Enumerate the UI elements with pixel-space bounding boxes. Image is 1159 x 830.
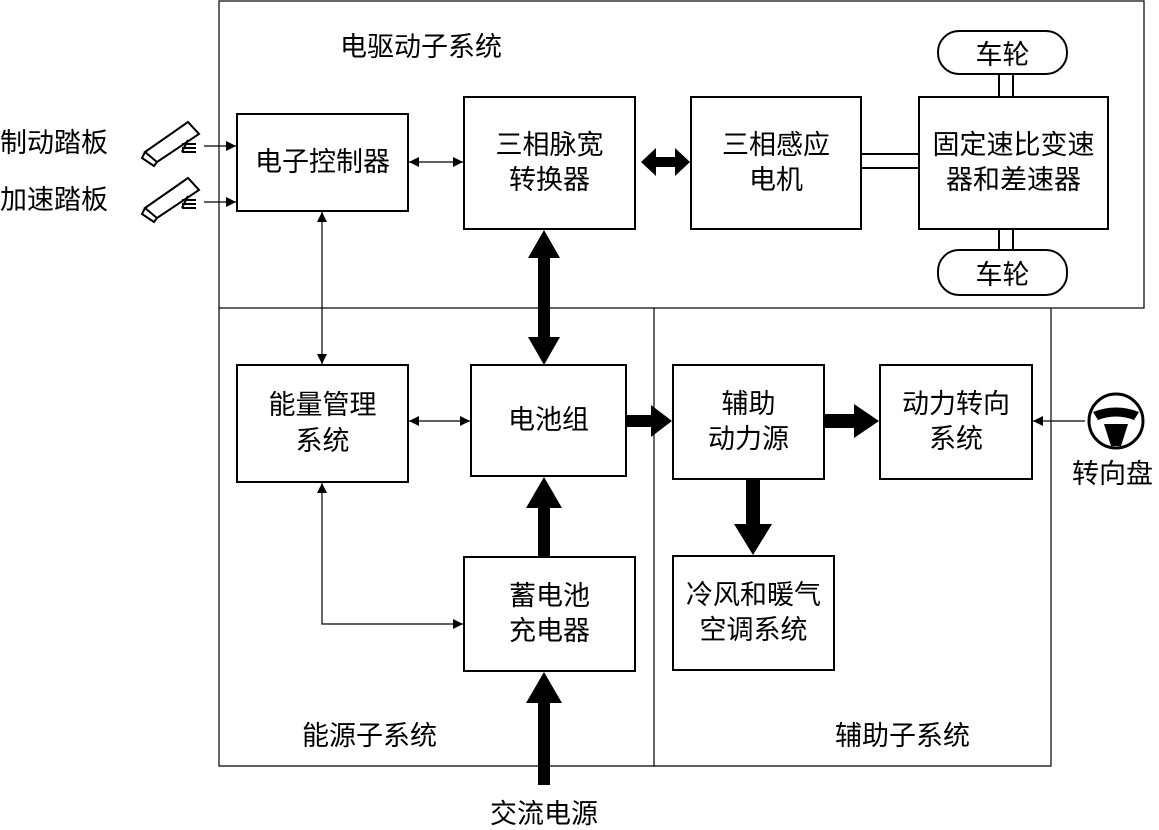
battery-pack-label: 电池组 bbox=[508, 404, 589, 436]
battery-pack-block: 电池组 bbox=[470, 364, 627, 477]
pwm-battery-arrow bbox=[528, 230, 560, 365]
auxiliary-power-block: 辅助 动力源 bbox=[672, 364, 825, 480]
hvac-label-line2: 空调系统 bbox=[699, 615, 808, 646]
energy-subsystem-label: 能源子系统 bbox=[302, 721, 437, 752]
energy-charger-link bbox=[317, 483, 463, 629]
auxiliary-frame bbox=[653, 308, 1052, 767]
pwm-converter-label-line1: 三相脉宽 bbox=[495, 129, 604, 161]
electric-drive-frame bbox=[218, 0, 1145, 309]
auxiliary-power-label-line2: 动力源 bbox=[708, 424, 789, 455]
wheel-bottom-label: 车轮 bbox=[975, 260, 1030, 291]
electric-drive-subsystem-label: 电驱动子系统 bbox=[340, 32, 502, 63]
shafts bbox=[862, 74, 1014, 250]
brake-pedal-label: 制动踏板 bbox=[0, 128, 108, 159]
power-arrows bbox=[526, 148, 879, 785]
power-steering-label-line2: 系统 bbox=[929, 424, 983, 455]
battery-charger-block: 蓄电池 充电器 bbox=[463, 556, 636, 672]
auxiliary-power-label-line1: 辅助 bbox=[721, 388, 776, 420]
wheel-bottom: 车轮 bbox=[937, 249, 1068, 296]
gearbox-differential-block: 固定速比变速 器和差速器 bbox=[918, 96, 1109, 230]
battery-aux-arrow bbox=[627, 405, 672, 437]
pwm-converter-block: 三相脉宽 转换器 bbox=[463, 96, 636, 230]
power-steering-block: 动力转向 系统 bbox=[879, 364, 1033, 480]
steering-wheel-icon bbox=[1087, 392, 1145, 450]
pwm-motor-arrow bbox=[641, 148, 690, 176]
battery-charger-label-line1: 蓄电池 bbox=[509, 580, 590, 612]
pwm-converter-label-line2: 转换器 bbox=[509, 165, 590, 196]
aux-steering-arrow bbox=[825, 404, 879, 438]
steering-wheel-label: 转向盘 bbox=[1072, 459, 1153, 490]
brake-pedal-icon bbox=[140, 120, 201, 168]
wheel-top: 车轮 bbox=[937, 30, 1068, 75]
electronic-controller-label: 电子控制器 bbox=[255, 146, 390, 178]
induction-motor-block: 三相感应 电机 bbox=[690, 96, 862, 230]
subsystem-frames bbox=[218, 0, 1145, 767]
accel-pedal-label: 加速踏板 bbox=[0, 185, 108, 216]
energy-frame bbox=[218, 308, 654, 767]
hvac-label-line1: 冷风和暖气 bbox=[686, 579, 821, 611]
induction-motor-label-line1: 三相感应 bbox=[722, 129, 830, 161]
accel-pedal-icon bbox=[140, 176, 201, 224]
energy-management-label-line2: 系统 bbox=[295, 425, 350, 457]
energy-management-label-line1: 能量管理 bbox=[268, 390, 377, 422]
wheel-top-label: 车轮 bbox=[975, 40, 1030, 71]
thin-arrows bbox=[204, 141, 1085, 629]
charger-battery-arrow bbox=[526, 477, 562, 556]
ac-power-label: 交流电源 bbox=[490, 799, 598, 830]
gearbox-label-line2: 器和差速器 bbox=[946, 165, 1081, 196]
power-steering-label-line1: 动力转向 bbox=[902, 388, 1010, 420]
ac-charger-arrow bbox=[526, 672, 562, 785]
energy-management-block: 能量管理 系统 bbox=[236, 364, 409, 483]
hvac-system-block: 冷风和暖气 空调系统 bbox=[672, 555, 835, 671]
auxiliary-subsystem-label: 辅助子系统 bbox=[835, 721, 970, 752]
induction-motor-label-line2: 电机 bbox=[749, 165, 803, 196]
battery-charger-label-line2: 充电器 bbox=[509, 616, 590, 647]
gearbox-label-line1: 固定速比变速 bbox=[932, 129, 1095, 161]
electronic-controller-block: 电子控制器 bbox=[236, 113, 409, 212]
aux-hvac-arrow bbox=[734, 480, 772, 555]
